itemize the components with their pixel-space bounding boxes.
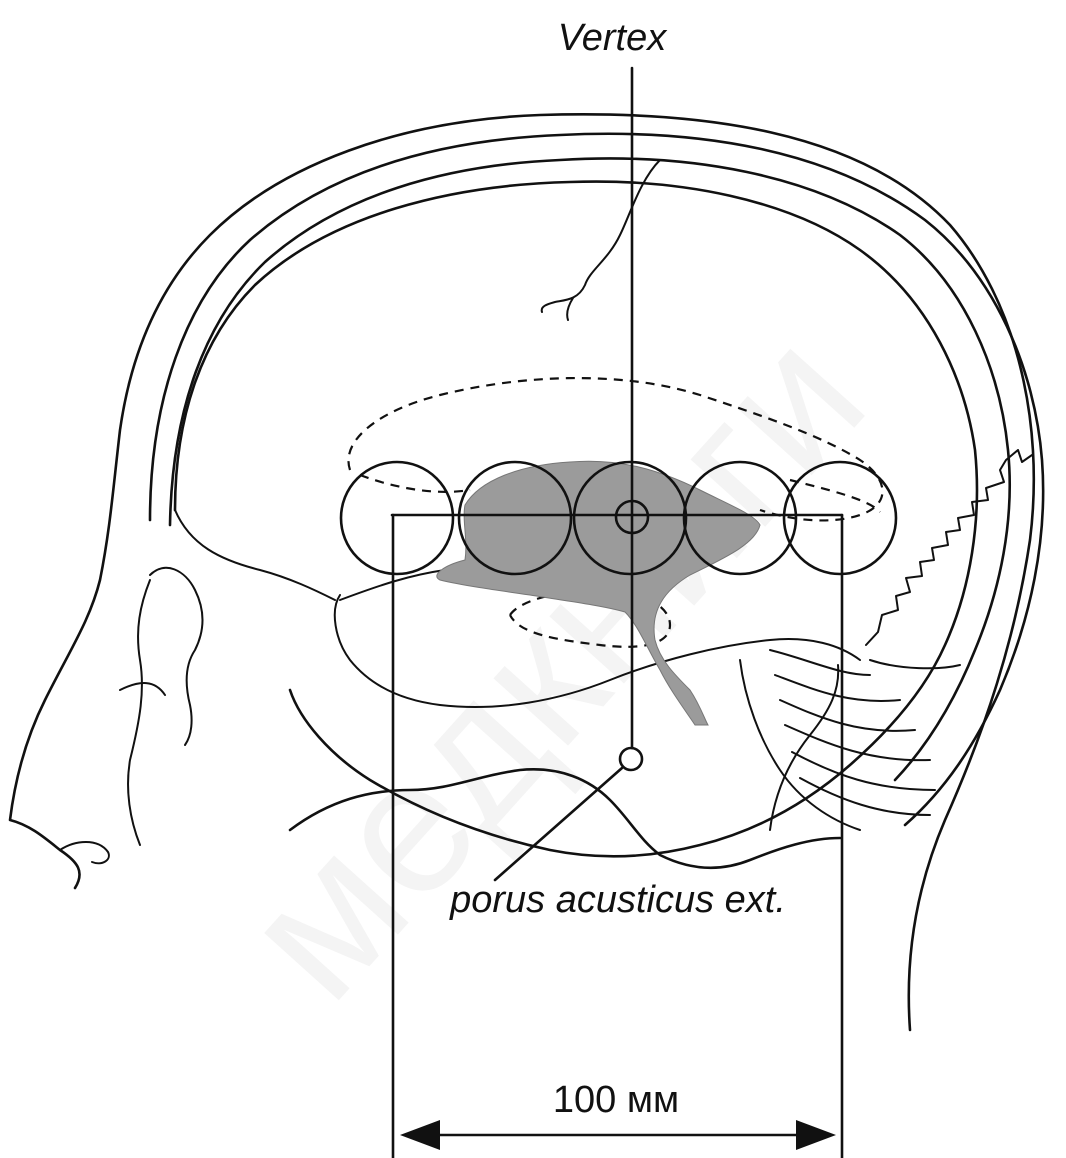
arrowhead-right [796,1120,836,1150]
watermark: медкниги [203,292,904,1038]
lambdoid-suture-stem [770,665,838,830]
vertex-label: Vertex [558,17,668,59]
central-sulcus [542,160,660,320]
zygomatic-arch [120,568,203,745]
porus-acusticus-label: porus acusticus ext. [449,879,786,921]
nose-detail [60,842,109,863]
face-contour [128,580,150,845]
electrode-circle-1 [341,462,453,574]
arrowhead-left [400,1120,440,1150]
frontal-base [175,510,335,600]
dimension-label: 100 мм [553,1079,679,1121]
porus-acusticus-marker [620,748,642,770]
lambdoid-suture [866,450,1032,645]
